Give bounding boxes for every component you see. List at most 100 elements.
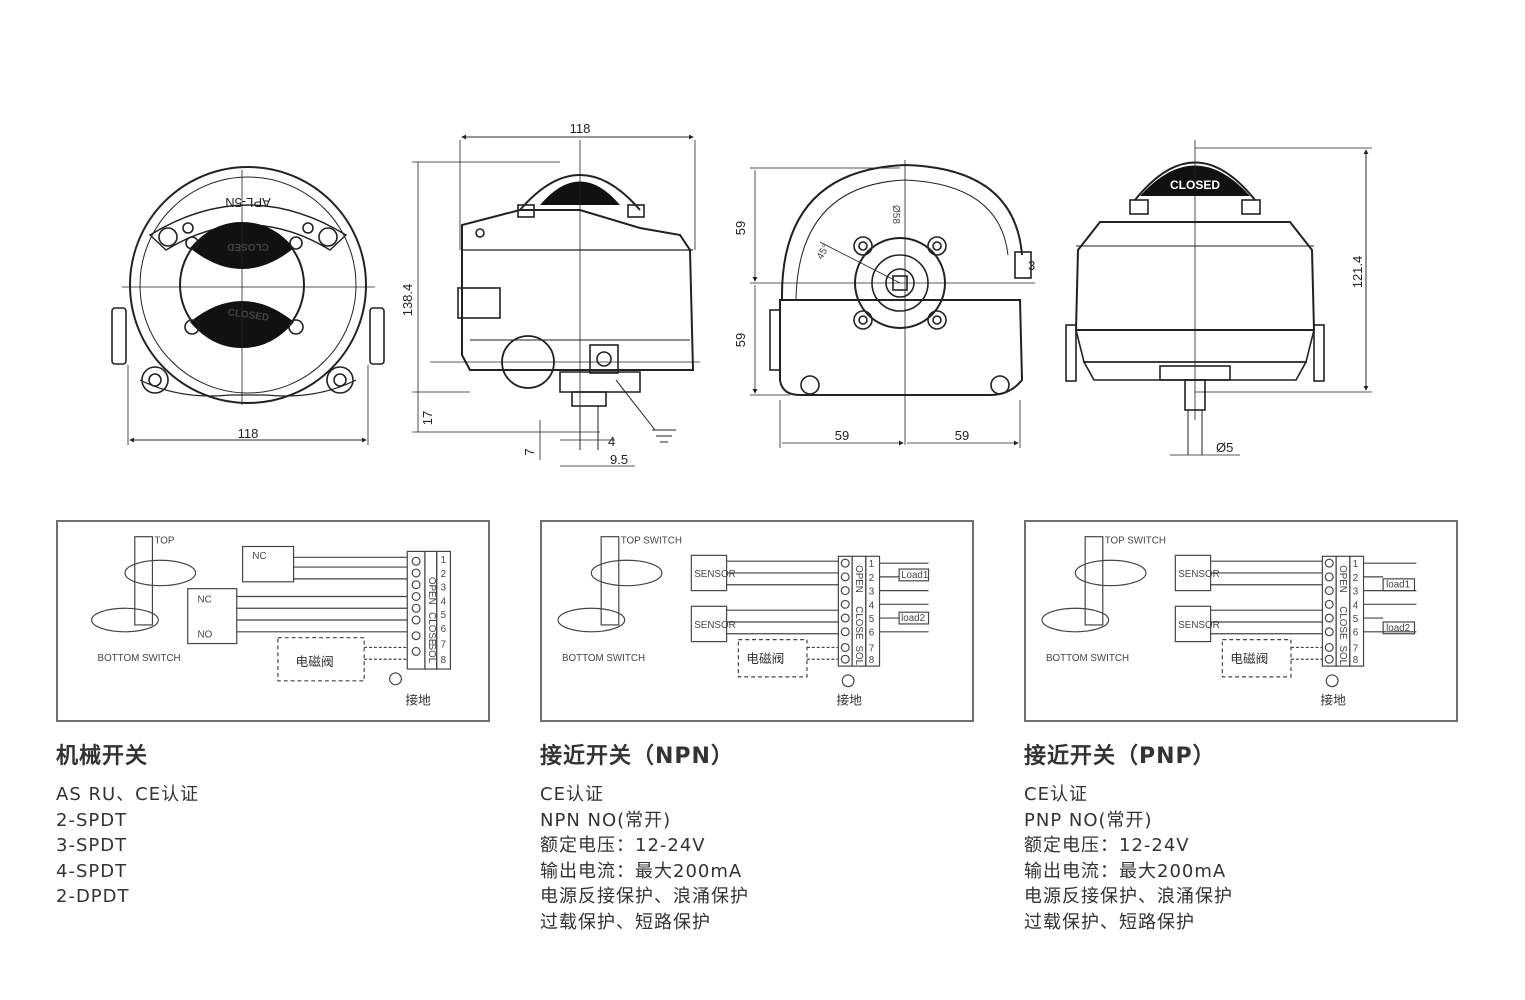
nc-label-1: NC [252, 551, 266, 562]
nc-label-2: NC [198, 594, 212, 605]
spec-line: 电源反接保护、浪涌保护 [1024, 886, 1233, 907]
terminal-2: 2 [441, 569, 446, 580]
spec-line: 额定电压：12-24V [1024, 835, 1190, 856]
bottom-right-dim: 59 [955, 428, 969, 443]
group-open: OPEN [1337, 565, 1348, 593]
spec-pnp: 接近开关（PNP） CE认证 PNP NO(常开) 额定电压：12-24V 输出… [1024, 738, 1454, 935]
bottom-switch-label: BOTTOM SWITCH [98, 653, 181, 664]
model-label: APL-5N [225, 195, 271, 210]
spec-line: AS RU、CE认证 [56, 784, 200, 805]
solenoid-valve-label: 电磁阀 [746, 652, 784, 667]
spec-npn: 接近开关（NPN） CE认证 NPN NO(常开) 额定电压：12-24V 输出… [540, 738, 970, 935]
spec-title: 机械开关 [56, 744, 149, 769]
spec-line: 过载保护、短路保护 [1024, 911, 1195, 933]
terminal-5: 5 [1353, 614, 1359, 625]
load-1-label: Load1 [901, 570, 928, 581]
closed-indicator-front: CLOSED [1170, 178, 1220, 192]
top-view-drawing [111, 166, 385, 445]
top-switch-label: TOP SWITCH [1105, 536, 1166, 547]
group-close: CLOSE [1337, 606, 1348, 640]
technical-drawings: APL-5N CLOSED CLOSED 118 [111, 121, 1372, 467]
shaft-dim-c: 9.5 [610, 452, 628, 467]
terminal-5: 5 [869, 614, 875, 625]
terminal-8: 8 [869, 655, 875, 666]
side-mark: 3 [1028, 258, 1035, 273]
bottom-left-dim: 59 [835, 428, 849, 443]
bottom-view-drawing [750, 160, 1035, 448]
front-shaft-dim: Ø5 [1216, 440, 1233, 455]
terminal-7: 7 [869, 643, 874, 654]
ground-label: 接地 [836, 692, 862, 708]
sensor-label-2: SENSOR [1178, 620, 1219, 631]
bolt-circle-dim: Ø58 [890, 205, 901, 224]
group-sol: SOL [426, 644, 437, 664]
bottom-switch-label: BOTTOM SWITCH [1046, 653, 1129, 664]
spec-line: 2-DPDT [56, 886, 130, 907]
bottom-upper-dim: 59 [733, 221, 748, 235]
sensor-label-1: SENSOR [1178, 569, 1219, 580]
sensor-label-1: SENSOR [694, 569, 735, 580]
spec-line: 电源反接保护、浪涌保护 [540, 886, 749, 907]
ground-label: 接地 [1320, 692, 1346, 708]
ground-label: 接地 [405, 692, 431, 708]
terminal-1: 1 [1353, 559, 1358, 570]
terminal-3: 3 [1353, 587, 1359, 598]
terminal-2: 2 [1353, 573, 1358, 584]
group-close: CLOSE [426, 612, 437, 646]
group-open: OPEN [853, 565, 864, 593]
no-label: NO [198, 630, 213, 641]
bottom-switch-label: BOTTOM SWITCH [562, 653, 645, 664]
terminal-8: 8 [441, 655, 447, 666]
terminal-7: 7 [1353, 643, 1358, 654]
top-switch-label: TOP [154, 536, 174, 547]
terminal-6: 6 [869, 628, 875, 639]
spec-title: 接近开关（NPN） [540, 744, 734, 769]
spec-line: PNP NO(常开) [1024, 809, 1153, 831]
load-2-label: load2 [901, 613, 925, 624]
terminal-4: 4 [869, 600, 875, 611]
terminal-1: 1 [441, 555, 446, 566]
group-close: CLOSE [853, 606, 864, 640]
terminal-3: 3 [869, 587, 875, 598]
terminal-4: 4 [1353, 600, 1359, 611]
group-sol: SOL [853, 646, 864, 666]
closed-indicator-reversed: CLOSED [227, 241, 269, 252]
terminal-2: 2 [869, 573, 874, 584]
side-height-dim: 138.4 [400, 284, 415, 317]
group-sol: SOL [1337, 646, 1348, 666]
solenoid-valve-label: 电磁阀 [296, 655, 334, 670]
terminal-3: 3 [441, 583, 447, 594]
side-base-dim: 17 [420, 411, 435, 425]
terminal-8: 8 [1353, 655, 1359, 666]
spec-line: 3-SPDT [56, 835, 128, 856]
side-view-drawing [412, 134, 700, 467]
spec-line: 4-SPDT [56, 860, 128, 882]
terminal-5: 5 [441, 610, 447, 621]
angle-dim: 45° [815, 243, 832, 262]
spec-line: CE认证 [540, 784, 604, 805]
terminal-6: 6 [1353, 628, 1359, 639]
shaft-dim-a: 7 [522, 448, 537, 455]
wiring-panel-mechanical: TOP BOTTOM SWITCH NC NC NO 电磁阀 接地 1 2 3 … [56, 520, 490, 722]
shaft-dim-b: 4 [608, 434, 615, 449]
spec-line: 2-SPDT [56, 809, 128, 831]
spec-line: 过载保护、短路保护 [540, 911, 711, 933]
load-1-label: load1 [1386, 580, 1410, 591]
side-width-dim: 118 [570, 121, 591, 136]
terminal-7: 7 [441, 639, 446, 650]
load-2-label: load2 [1386, 623, 1410, 634]
top-switch-label: TOP SWITCH [621, 536, 682, 547]
solenoid-valve-label: 电磁阀 [1230, 652, 1268, 667]
wiring-panel-pnp: TOP SWITCH BOTTOM SWITCH SENSOR SENSOR 电… [1024, 520, 1458, 722]
spec-mechanical: 机械开关 AS RU、CE认证 2-SPDT 3-SPDT 4-SPDT 2-D… [56, 738, 486, 910]
sensor-label-2: SENSOR [694, 620, 735, 631]
group-open: OPEN [426, 577, 437, 605]
spec-line: CE认证 [1024, 784, 1088, 805]
terminal-1: 1 [869, 559, 874, 570]
top-view-width-dim: 118 [238, 426, 259, 441]
spec-title: 接近开关（PNP） [1024, 744, 1216, 769]
terminal-6: 6 [441, 624, 447, 635]
front-height-dim: 121.4 [1350, 256, 1365, 289]
front-view-drawing [1065, 140, 1372, 456]
bottom-lower-dim: 59 [733, 333, 748, 347]
